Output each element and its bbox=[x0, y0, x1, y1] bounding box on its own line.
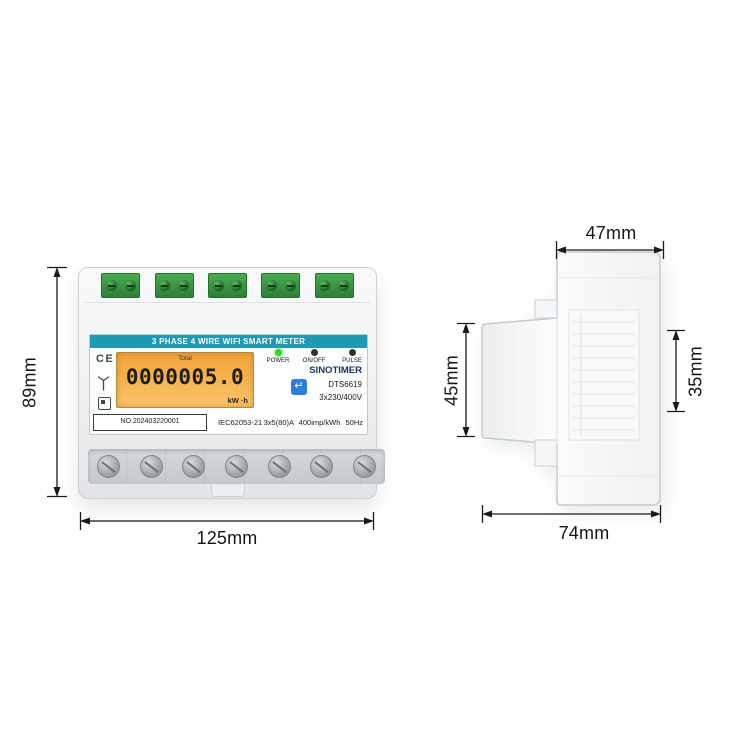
terminal-block bbox=[101, 273, 141, 298]
onoff-led-icon bbox=[310, 349, 318, 356]
meter-front-view: 3 PHASE 4 WIRE WIFI SMART METER CE Total… bbox=[78, 267, 377, 499]
din-clip bbox=[211, 484, 245, 497]
ce-mark: CE bbox=[96, 353, 115, 365]
display-button-icon bbox=[98, 397, 111, 410]
terminal-screw-icon bbox=[224, 455, 248, 478]
serial-number: NO.202403220001 bbox=[93, 414, 207, 431]
brand-name: SINOTIMER bbox=[309, 365, 362, 376]
antenna-icon bbox=[97, 376, 110, 391]
terminal-block bbox=[261, 273, 301, 298]
terminal-screw-icon bbox=[352, 455, 376, 478]
terminal-screw-icon bbox=[159, 280, 171, 291]
side-top-step bbox=[534, 299, 558, 319]
comm-icon-glyph: ↵ bbox=[294, 380, 304, 392]
side-din-clip bbox=[534, 439, 558, 467]
meter-side-view bbox=[477, 248, 667, 514]
model-number: DTS6619 bbox=[328, 380, 362, 389]
terminal-screw-icon bbox=[212, 280, 224, 291]
side-label bbox=[568, 309, 640, 441]
current-spec: 3x5(80)A 400imp/kWh 50Hz bbox=[263, 418, 363, 427]
terminal-screw-icon bbox=[310, 455, 334, 478]
voltage-rating: 3x230/400V bbox=[319, 393, 362, 402]
dim-47mm-label: 47mm bbox=[585, 223, 637, 243]
meter-title-bar: 3 PHASE 4 WIRE WIFI SMART METER bbox=[90, 335, 367, 348]
dim-89mm-label: 89mm bbox=[19, 357, 40, 408]
lcd-display: Total 0000005.0 kW ·h bbox=[116, 352, 254, 408]
terminal-screw-icon bbox=[266, 280, 278, 291]
terminal-screw-icon bbox=[139, 455, 163, 478]
terminal-screw-icon bbox=[106, 280, 118, 291]
dim-front-height bbox=[47, 266, 67, 498]
meter-faceplate: 3 PHASE 4 WIRE WIFI SMART METER CE Total… bbox=[89, 334, 368, 435]
iec-standard: IEC62053-21 bbox=[218, 418, 263, 427]
power-led-group: POWER bbox=[260, 349, 296, 364]
lcd-energy-reading: 0000005.0 bbox=[125, 365, 245, 389]
onoff-led-group: ON/OFF bbox=[296, 349, 332, 364]
terminal-block bbox=[314, 273, 354, 298]
dim-side-label-height bbox=[667, 329, 685, 413]
pulse-led-label: PULSE bbox=[342, 358, 362, 364]
terminal-screw-icon bbox=[177, 280, 189, 291]
dim-74mm-label: 74mm bbox=[558, 523, 610, 543]
lcd-unit-label: kW ·h bbox=[227, 396, 248, 405]
onoff-led-label: ON/OFF bbox=[302, 358, 326, 364]
dim-35mm-label: 35mm bbox=[685, 346, 706, 397]
terminal-screw-icon bbox=[97, 455, 120, 478]
dim-125mm-label: 125mm bbox=[196, 528, 258, 548]
dim-45mm-label: 45mm bbox=[441, 355, 462, 406]
lcd-total-label: Total bbox=[178, 355, 192, 362]
pulse-led-icon bbox=[348, 349, 356, 356]
terminal-screw-icon bbox=[231, 280, 243, 291]
terminal-screw-icon bbox=[284, 280, 296, 291]
pulse-led-group: PULSE bbox=[334, 349, 370, 364]
power-led-label: POWER bbox=[266, 358, 290, 364]
power-led-icon bbox=[274, 349, 282, 356]
terminal-block bbox=[207, 273, 247, 298]
terminal-screw-icon bbox=[319, 280, 331, 291]
body-seam bbox=[85, 302, 370, 303]
top-terminal-strip bbox=[87, 273, 368, 298]
terminal-screw-icon bbox=[124, 280, 136, 291]
bottom-terminal-strip bbox=[88, 449, 385, 484]
terminal-block bbox=[154, 273, 194, 298]
comm-icon: ↵ bbox=[291, 379, 307, 395]
terminal-screw-icon bbox=[337, 280, 349, 291]
terminal-screw-icon bbox=[267, 455, 291, 478]
terminal-screw-icon bbox=[182, 455, 206, 478]
